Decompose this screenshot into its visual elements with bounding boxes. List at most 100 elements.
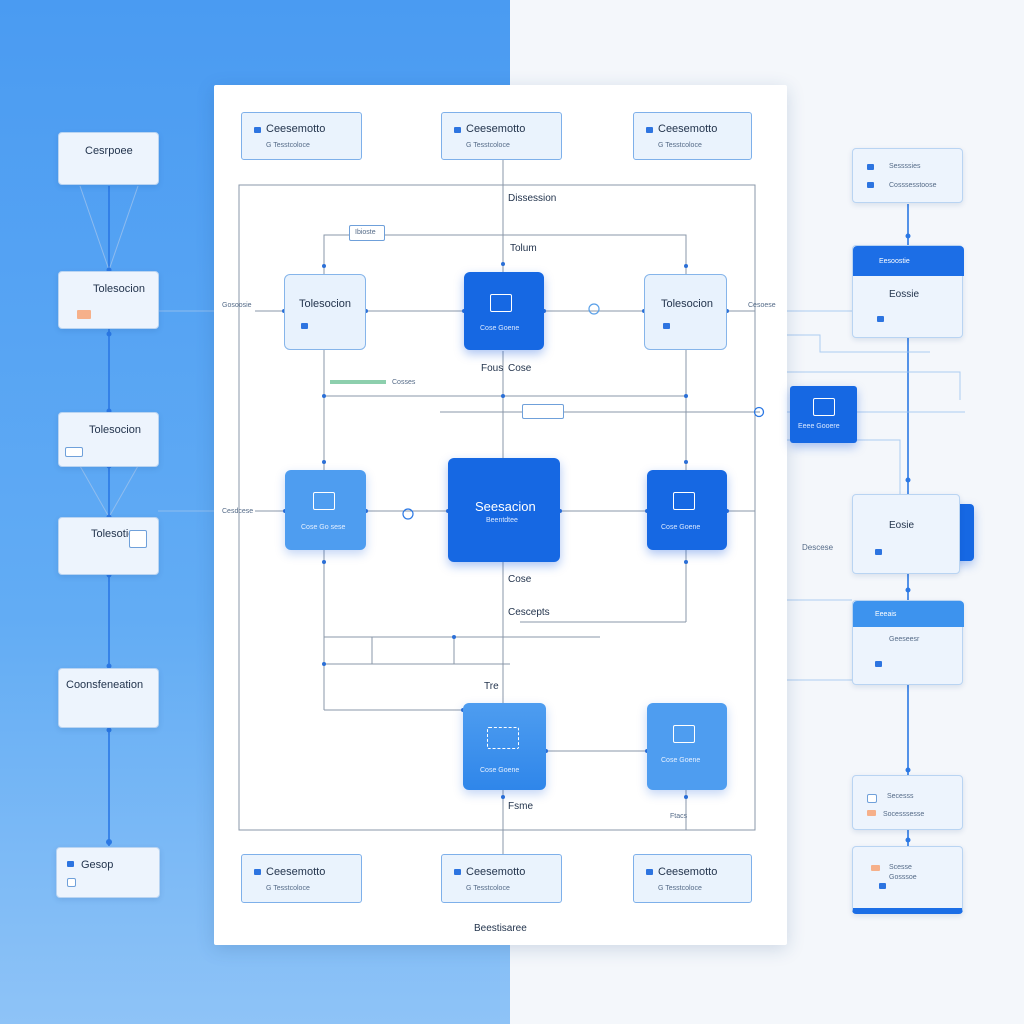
node-caption: Cose Go sese xyxy=(301,524,346,531)
box-title: Ceesemotto xyxy=(466,123,526,135)
box-title: Ceesemotto xyxy=(266,866,326,878)
bottom-box-2[interactable]: Ceesemotto G Tesstcoloce xyxy=(441,854,562,903)
node-r3-left[interactable]: Cose Goene xyxy=(463,703,546,790)
left-card-title: Coonsfeneation xyxy=(66,679,144,691)
left-card-3[interactable]: Tolesocion xyxy=(58,412,159,467)
card-line: Cosssesstoose xyxy=(889,182,937,189)
image-icon xyxy=(673,492,695,510)
left-card-1[interactable]: Cesrpoee xyxy=(58,132,159,185)
card-header: Eesoostie xyxy=(879,258,910,265)
panel-footer-label: Beestisaree xyxy=(474,923,527,934)
node-r2-left[interactable]: Cose Go sese xyxy=(285,470,366,550)
label-cose: Cose xyxy=(508,363,532,374)
label-ftacs: Ftacs xyxy=(670,813,688,820)
right-mini-node[interactable]: Eeee Gooere xyxy=(790,386,857,443)
right-side-label: Descese xyxy=(802,543,834,552)
node-subtitle: Beentdtee xyxy=(486,517,518,524)
top-box-1[interactable]: Ceesemotto G Tesstcoloce xyxy=(241,112,362,160)
card-title: Geeseesr xyxy=(889,636,920,643)
node-icon xyxy=(454,127,461,133)
left-card-title: Cesrpoee xyxy=(85,145,133,157)
left-card-title: Gesop xyxy=(81,859,114,871)
top-box-3[interactable]: Ceesemotto G Tesstcoloce xyxy=(633,112,752,160)
status-swatch-icon xyxy=(871,865,880,871)
label-fous: Fous xyxy=(481,363,504,374)
node-icon xyxy=(646,127,653,133)
card-line: Sessssies xyxy=(889,163,921,170)
top-box-2[interactable]: Ceesemotto G Tesstcoloce xyxy=(441,112,562,160)
box-subtitle: G Tesstcoloce xyxy=(658,142,702,149)
node-icon xyxy=(646,869,653,875)
field-chip xyxy=(867,794,877,803)
node-title: Tolesocion xyxy=(299,298,351,310)
mid-tag xyxy=(522,404,564,419)
field-chip xyxy=(67,878,76,887)
node-icon xyxy=(67,861,74,867)
side-label-left-r1: Gosoosie xyxy=(222,302,252,309)
label-fsme: Fsme xyxy=(508,801,533,812)
label-cescepts: Cescepts xyxy=(508,607,550,618)
left-card-title: Tolesocion xyxy=(89,424,141,436)
card-line: Scesse xyxy=(889,864,912,871)
image-icon xyxy=(490,294,512,312)
node-caption: Cose Goene xyxy=(480,767,520,774)
box-subtitle: G Tesstcoloce xyxy=(466,885,510,892)
label-cosses: Cosses xyxy=(392,379,416,386)
node-icon xyxy=(867,164,874,170)
card-line: Secesss xyxy=(887,793,914,800)
node-icon xyxy=(663,323,670,329)
node-caption: Cose Goene xyxy=(661,757,701,764)
card-header-bar xyxy=(853,601,964,627)
card-line: Gosssoe xyxy=(889,874,917,881)
right-card-5[interactable]: Scesse Gosssoe xyxy=(852,846,963,914)
bottom-box-3[interactable]: Ceesemotto G Tesstcoloce xyxy=(633,854,752,903)
node-icon xyxy=(877,316,884,322)
left-card-4[interactable]: Tolesotion xyxy=(58,517,159,575)
node-r2-right[interactable]: Cose Goene xyxy=(647,470,727,550)
bottom-box-1[interactable]: Ceesemotto G Tesstcoloce xyxy=(241,854,362,903)
left-card-6[interactable]: Gesop xyxy=(56,847,160,898)
node-caption: Cose Goene xyxy=(480,325,520,332)
right-card-3[interactable]: Eeeais Geeseesr xyxy=(852,600,964,685)
node-icon xyxy=(879,883,886,889)
box-subtitle: G Tesstcoloce xyxy=(658,885,702,892)
image-icon xyxy=(313,492,335,510)
image-icon xyxy=(813,398,835,416)
node-icon xyxy=(454,869,461,875)
node-r2-center[interactable]: Seesacion Beentdtee xyxy=(448,458,560,562)
node-caption: Cose Goene xyxy=(661,524,701,531)
card-line: Socesssesse xyxy=(883,811,925,818)
card-header-bar xyxy=(853,246,964,276)
box-title: Ceesemotto xyxy=(658,866,718,878)
left-card-2[interactable]: Tolesocion xyxy=(58,271,159,329)
right-card-top[interactable]: Sessssies Cosssesstoose xyxy=(852,148,963,203)
node-icon xyxy=(867,182,874,188)
box-title: Ceesemotto xyxy=(658,123,718,135)
node-icon xyxy=(254,127,261,133)
box-title: Ceesemotto xyxy=(266,123,326,135)
node-caption: Eeee Gooere xyxy=(798,423,840,430)
side-label-left-r2: Cesdcese xyxy=(222,508,254,515)
node-r1-right[interactable]: Tolesocion xyxy=(644,274,727,350)
box-subtitle: G Tesstcoloce xyxy=(266,142,310,149)
card-title: Eosie xyxy=(889,520,915,531)
card-header: Eeeais xyxy=(875,611,897,618)
node-icon xyxy=(254,869,261,875)
node-r1-center[interactable]: Cose Goene xyxy=(464,272,544,350)
image-icon xyxy=(673,725,695,743)
status-swatch-icon xyxy=(77,310,91,319)
card-title: Eossie xyxy=(889,289,920,300)
node-r1-left[interactable]: Tolesocion xyxy=(284,274,366,350)
node-title: Seesacion xyxy=(475,499,536,514)
node-r3-right[interactable]: Cose Goene xyxy=(647,703,727,790)
field-chip xyxy=(65,447,83,457)
left-card-5[interactable]: Coonsfeneation xyxy=(58,668,159,728)
label-dissession: Dissession xyxy=(508,193,557,204)
right-card-2[interactable]: Eosie xyxy=(852,494,960,574)
right-card-1[interactable]: Eesoostie Eossie xyxy=(852,245,964,338)
box-title: Ceesemotto xyxy=(466,866,526,878)
node-title: Tolesocion xyxy=(661,298,713,310)
tiny-tag-label: Ibioste xyxy=(355,229,376,236)
right-card-4[interactable]: Secesss Socesssesse xyxy=(852,775,963,830)
side-label-right-r1: Cesoese xyxy=(748,302,776,309)
